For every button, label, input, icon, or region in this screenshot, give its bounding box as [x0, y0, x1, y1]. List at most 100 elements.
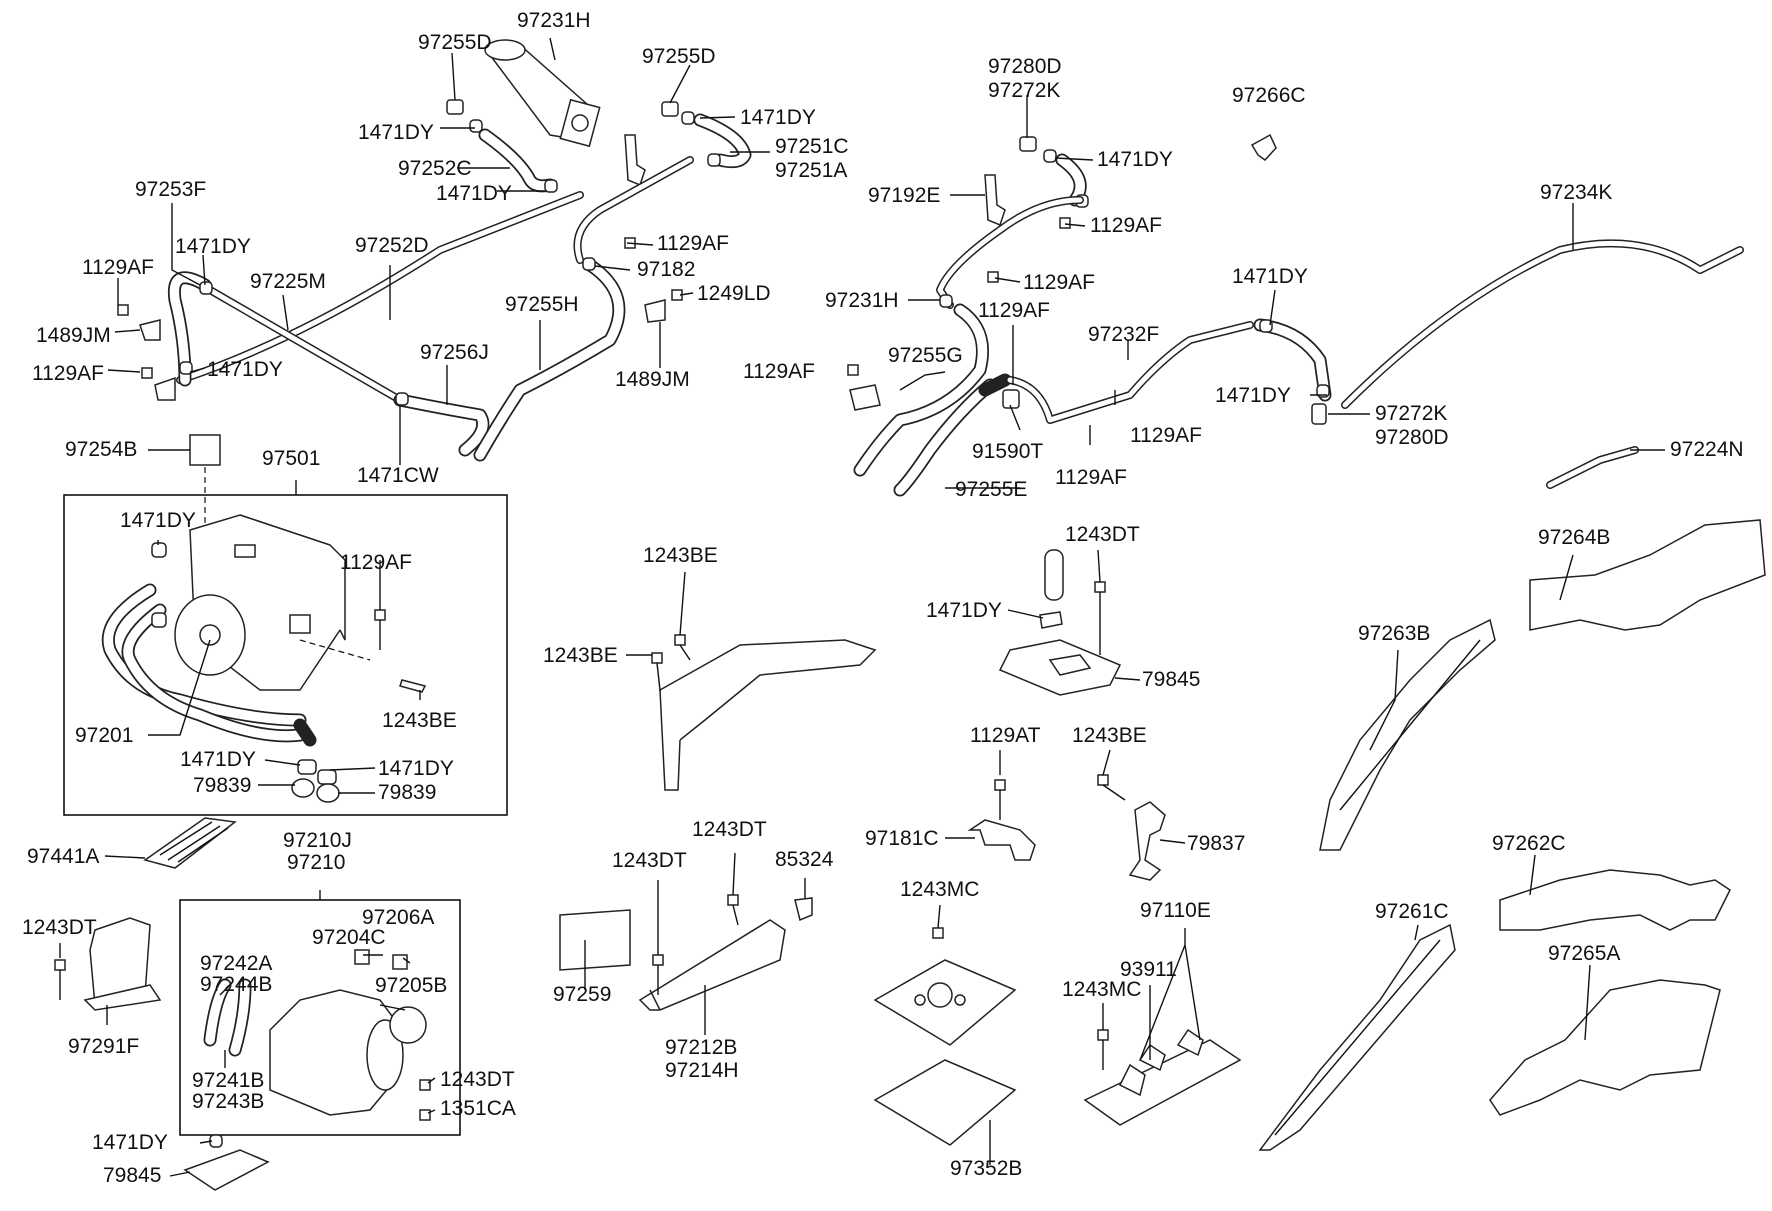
- part-label: 1471DY: [1215, 384, 1291, 407]
- part-label: 97264B: [1538, 526, 1610, 549]
- part-label: 1471DY: [1097, 148, 1173, 171]
- part-label: 97251A: [775, 159, 847, 182]
- part-label: 1471DY: [92, 1131, 168, 1154]
- heater-box-97501: [63, 434, 508, 816]
- part-label: 1243DT: [22, 916, 97, 939]
- part-label: 97231H: [825, 289, 899, 312]
- part-label: 97210: [287, 851, 345, 874]
- part-label: 93911: [1120, 958, 1177, 981]
- part-label: 97255H: [505, 293, 579, 316]
- part-label: 97201: [75, 724, 133, 747]
- part-label: 97243B: [192, 1090, 264, 1113]
- part-label: 97232F: [1088, 323, 1159, 346]
- part-label: 97192E: [868, 184, 940, 207]
- part-label: 97210J: [283, 829, 352, 852]
- part-label: 1129AF: [32, 362, 104, 385]
- part-label: 1129AF: [1055, 466, 1127, 489]
- part-label: 1243MC: [900, 878, 979, 901]
- part-label: 97255G: [888, 344, 963, 367]
- part-label: 97272K: [1375, 402, 1447, 425]
- part-label: 97441A: [27, 845, 99, 868]
- part-label: 97206A: [362, 906, 434, 929]
- part-label: 97244B: [200, 973, 272, 996]
- part-label: 1129AF: [1090, 214, 1162, 237]
- part-label: 97256J: [420, 341, 489, 364]
- part-label: 97280D: [988, 55, 1062, 78]
- part-label: 1489JM: [36, 324, 111, 347]
- part-label: 85324: [775, 848, 834, 871]
- part-label: 79837: [1187, 832, 1245, 855]
- part-label: 1129AT: [970, 724, 1041, 747]
- part-label: 1243DT: [692, 818, 767, 841]
- part-label: 97110E: [1140, 899, 1211, 922]
- part-label: 1489JM: [615, 368, 690, 391]
- part-label: 1471DY: [207, 358, 283, 381]
- part-label: 1129AF: [82, 256, 154, 279]
- part-label: 97261C: [1375, 900, 1449, 923]
- part-label: 1129AF: [1023, 271, 1095, 294]
- part-label: 97252D: [355, 234, 429, 257]
- part-label: 1471DY: [358, 121, 434, 144]
- part-label: 97254B: [65, 438, 137, 461]
- part-label: 1243DT: [612, 849, 687, 872]
- part-label: 1243BE: [382, 709, 457, 732]
- part-label: 1243BE: [543, 644, 618, 667]
- part-label: 1129AF: [657, 232, 729, 255]
- part-label: 1243DT: [440, 1068, 515, 1091]
- part-label: 97214H: [665, 1059, 739, 1082]
- part-label: 1471DY: [926, 599, 1002, 622]
- part-label: 1129AF: [340, 551, 412, 574]
- part-label: 97231H: [517, 9, 591, 32]
- leader-lines: [59, 37, 1665, 1177]
- part-label: 97352B: [950, 1157, 1022, 1180]
- part-label: 1471DY: [175, 235, 251, 258]
- part-label: 79845: [1142, 668, 1200, 691]
- part-label: 79839: [378, 781, 436, 804]
- part-label: 97251C: [775, 135, 849, 158]
- part-label: 1471DY: [1232, 265, 1308, 288]
- part-label: 1471CW: [357, 464, 439, 487]
- part-label: 1129AF: [978, 299, 1050, 322]
- part-label: 97280D: [1375, 426, 1449, 449]
- part-label: 97242A: [200, 952, 272, 975]
- part-label: 1471DY: [120, 509, 196, 532]
- part-label: 97255D: [642, 45, 716, 68]
- part-label: 1243BE: [1072, 724, 1147, 747]
- part-label: 97224N: [1670, 438, 1744, 461]
- part-label: 1243BE: [643, 544, 718, 567]
- part-label: 97255E: [955, 478, 1027, 501]
- part-label: 1471DY: [378, 757, 454, 780]
- part-label: 97291F: [68, 1035, 139, 1058]
- part-label: 1249LD: [697, 282, 771, 305]
- brackets-and-panels: [54, 519, 1766, 1191]
- part-label: 1471DY: [740, 106, 816, 129]
- part-label: 1471DY: [180, 748, 256, 771]
- part-label: 1351CA: [440, 1097, 516, 1120]
- part-label: 91590T: [972, 440, 1043, 463]
- part-label: 97252C: [398, 157, 472, 180]
- part-label: 97263B: [1358, 622, 1430, 645]
- part-label: 97262C: [1492, 832, 1566, 855]
- part-label: 79839: [193, 774, 251, 797]
- part-label: 79845: [103, 1164, 161, 1187]
- part-number-labels: 97231H 97255D 1471DY 97252C 1471DY 97255…: [22, 9, 1744, 1187]
- part-label: 97259: [553, 983, 611, 1006]
- hose-and-tube-art: [117, 39, 1744, 497]
- part-label: 97255D: [418, 31, 492, 54]
- part-label: 1129AF: [743, 360, 815, 383]
- part-label: 97234K: [1540, 181, 1612, 204]
- part-label: 97204C: [312, 926, 386, 949]
- part-label: 1243DT: [1065, 523, 1140, 546]
- part-label: 97266C: [1232, 84, 1306, 107]
- part-label: 97265A: [1548, 942, 1620, 965]
- part-label: 97205B: [375, 974, 447, 997]
- part-label: 97225M: [250, 270, 326, 293]
- part-label: 97253F: [135, 178, 206, 201]
- part-label: 97181C: [865, 827, 939, 850]
- part-label: 1243MC: [1062, 978, 1141, 1001]
- part-label: 1471DY: [436, 182, 512, 205]
- part-label: 97182: [637, 258, 695, 281]
- part-label: 1129AF: [1130, 424, 1202, 447]
